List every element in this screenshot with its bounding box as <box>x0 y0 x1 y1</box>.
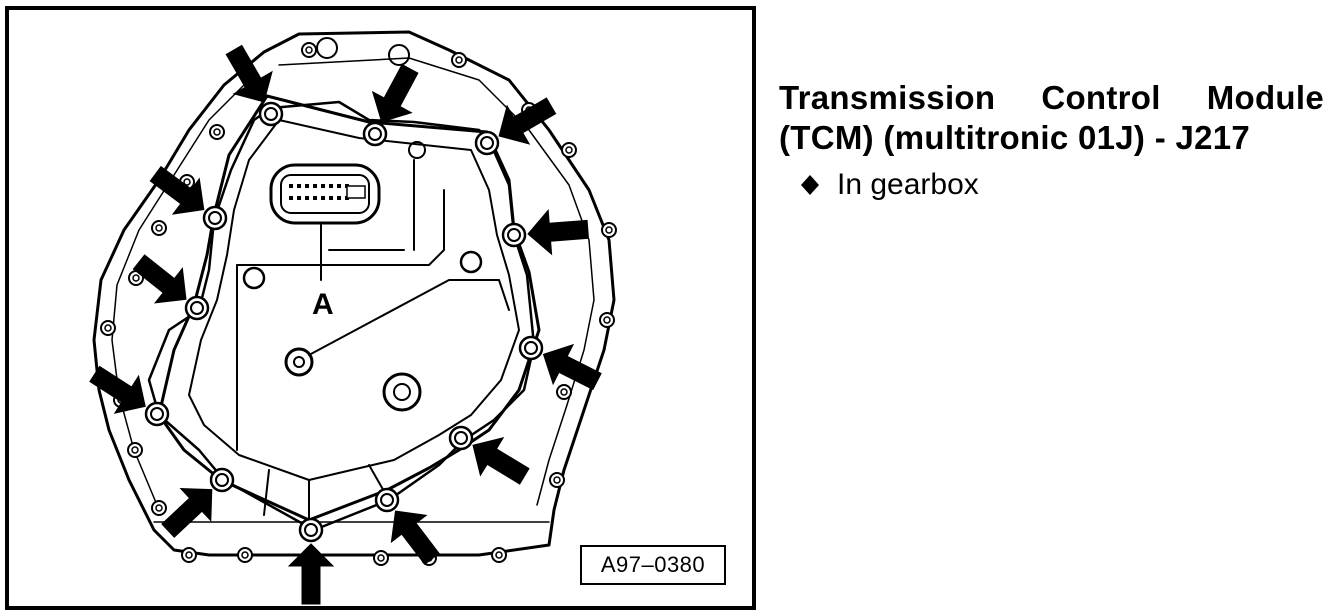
housing-bore <box>382 372 422 412</box>
connector-pin <box>337 196 341 200</box>
housing-bore <box>284 347 314 377</box>
bolt-icon <box>298 517 324 543</box>
bolt-icon <box>491 547 507 563</box>
bolt-icon <box>237 547 253 563</box>
housing-bore <box>293 356 305 368</box>
bolt-icon <box>151 500 167 516</box>
title-line-1: Transmission Control Module <box>779 79 1324 116</box>
bolt-icon <box>151 220 167 236</box>
bolt-icon <box>474 130 500 156</box>
pointer-arrow-icon <box>542 343 602 391</box>
bolt-icon <box>301 42 317 58</box>
housing-contour <box>278 57 595 506</box>
cover-plate-inner <box>188 119 520 481</box>
bullet-text: In gearbox <box>837 168 979 201</box>
bolt-icon <box>556 384 572 400</box>
pointer-arrow-icon <box>390 510 440 566</box>
bolt-icon <box>451 52 467 68</box>
housing-bore <box>388 44 410 66</box>
bolt-icon <box>184 295 210 321</box>
figure-frame: A A97–0380 <box>5 6 756 610</box>
pointer-arrow-icon <box>371 63 419 123</box>
connector-pin <box>289 196 293 200</box>
pointer-arrow-icon <box>89 365 146 414</box>
bolt-icon <box>561 142 577 158</box>
connector-latch <box>346 185 366 199</box>
bolt-icon <box>209 467 235 493</box>
gearbox-diagram <box>89 30 617 605</box>
pointer-arrow-icon <box>132 254 187 304</box>
pointer-arrow-icon <box>527 209 590 256</box>
connector-pin <box>297 196 301 200</box>
housing-bore <box>242 266 266 290</box>
bolt-icon <box>202 205 228 231</box>
connector-pin <box>305 184 309 188</box>
tcm-connector-inner <box>280 174 370 214</box>
connector-pin <box>329 184 333 188</box>
connector-pin <box>321 196 325 200</box>
connector-pin <box>289 184 293 188</box>
bolt-icon <box>374 487 400 513</box>
bolt-icon <box>448 425 474 451</box>
pointer-arrow-icon <box>498 97 557 145</box>
bolt-icon <box>373 550 389 566</box>
pointer-arrow-icon <box>149 165 205 215</box>
connector-pin <box>313 196 317 200</box>
bolt-icon <box>209 124 225 140</box>
pointer-arrow-icon <box>472 437 530 485</box>
bolt-icon <box>518 335 544 361</box>
bolt-icon <box>100 320 116 336</box>
housing-bore <box>393 383 411 401</box>
pointer-arrow-icon <box>287 543 335 605</box>
housing-contour <box>111 79 250 506</box>
bolt-icon <box>181 547 197 563</box>
diamond-bullet-icon <box>801 175 819 195</box>
callout-label-a: A <box>312 288 334 321</box>
bolt-icon <box>599 312 615 328</box>
housing-bore <box>316 37 338 59</box>
connector-pin <box>337 184 341 188</box>
internal-channel <box>236 189 445 266</box>
description-block: Transmission Control Module (TCM) (multi… <box>779 78 1324 202</box>
bolt-icon <box>144 401 170 427</box>
title-line-2: (TCM) (multitronic 01J) - J217 <box>779 119 1251 156</box>
pointer-arrow-icon <box>225 44 273 103</box>
housing-bore <box>408 141 426 159</box>
connector-pin <box>305 196 309 200</box>
internal-channel <box>328 159 415 251</box>
bolt-icon <box>501 222 527 248</box>
connector-pin <box>313 184 317 188</box>
pointer-arrow-icon <box>161 488 213 538</box>
bolt-icon <box>258 101 284 127</box>
bolt-icon <box>601 222 617 238</box>
internal-channel <box>308 279 510 356</box>
tcm-connector <box>269 163 381 225</box>
connector-pin <box>321 184 325 188</box>
connector-pin <box>297 184 301 188</box>
bolt-icon <box>549 472 565 488</box>
connector-pin <box>329 196 333 200</box>
bullet-item: In gearbox <box>799 168 1324 202</box>
bolt-icon <box>362 121 388 147</box>
figure-id-label: A97–0380 <box>580 545 726 585</box>
bolt-icon <box>127 442 143 458</box>
housing-bore <box>459 250 483 274</box>
